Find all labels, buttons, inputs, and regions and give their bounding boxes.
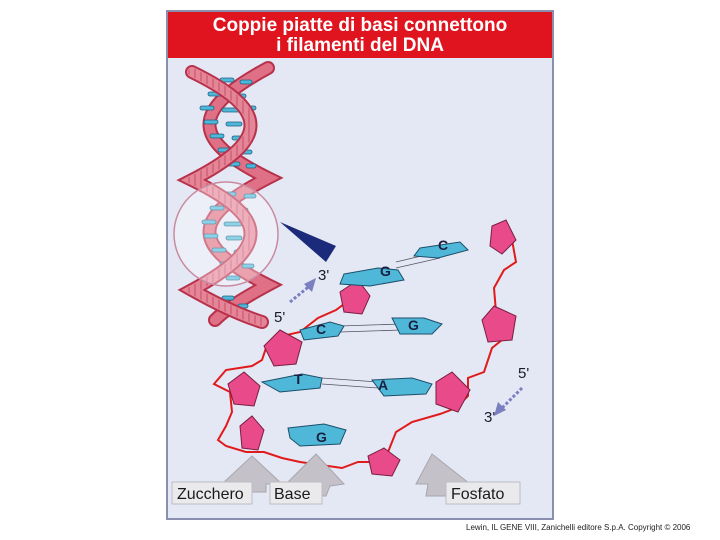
base-c-mid-shape xyxy=(299,321,345,341)
title-bar: Coppie piatte di basi connettono i filam… xyxy=(168,12,552,58)
end-label-3-right: 3' xyxy=(484,409,495,426)
title-line-1: Coppie piatte di basi connettono xyxy=(212,15,508,36)
title-line-2: i filamenti del DNA xyxy=(276,35,444,56)
base-g-top-shape xyxy=(339,267,405,287)
sugar-icon xyxy=(367,447,401,477)
base-g-top: G xyxy=(380,263,391,279)
base-g-bot-shape xyxy=(287,423,347,447)
sugar-icon xyxy=(339,279,371,315)
bases xyxy=(260,241,469,447)
zoom-pointer xyxy=(280,222,336,262)
legend-base: Base xyxy=(274,486,311,503)
credit-line: Lewin, IL GENE VIII, Zanichelli editore … xyxy=(466,523,691,532)
magnifier-circle xyxy=(173,181,279,287)
arrow-right-head xyxy=(494,402,506,416)
base-g-mid: G xyxy=(408,317,419,333)
end-label-3-left: 3' xyxy=(318,267,329,284)
base-t-shape xyxy=(260,373,323,393)
end-labels: 3' 5' 5' 3' xyxy=(274,267,529,426)
base-letters: C G C G T A G xyxy=(294,237,448,445)
arrow-right xyxy=(498,386,524,412)
base-a-shape xyxy=(371,377,433,397)
base-g-mid-shape xyxy=(391,317,443,335)
end-label-5-right: 5' xyxy=(518,365,529,382)
sugar-icon xyxy=(481,305,517,343)
base-g-bot: G xyxy=(316,429,327,445)
backbone-strand xyxy=(212,232,518,470)
sugar-icon xyxy=(435,371,471,413)
sugar-icon xyxy=(489,219,517,255)
direction-arrows xyxy=(289,282,524,412)
base-c-top-shape xyxy=(413,241,469,259)
sugars xyxy=(227,219,517,477)
sugar-icon xyxy=(227,371,261,407)
end-label-5-left: 5' xyxy=(274,309,285,326)
double-helix xyxy=(173,61,336,329)
arrow-left-head xyxy=(304,278,316,292)
base-c-mid: C xyxy=(316,321,326,337)
helix-strand-front xyxy=(176,65,269,329)
sugar-icon xyxy=(239,415,265,451)
base-a: A xyxy=(378,377,388,393)
legend-phosphate: Fosfato xyxy=(451,486,504,503)
legend: Zucchero Base Fosfato xyxy=(171,453,521,505)
legend-sugar: Zucchero xyxy=(177,486,244,503)
base-t: T xyxy=(294,371,303,387)
sugar-icon xyxy=(263,329,303,367)
base-c-top: C xyxy=(438,237,448,253)
